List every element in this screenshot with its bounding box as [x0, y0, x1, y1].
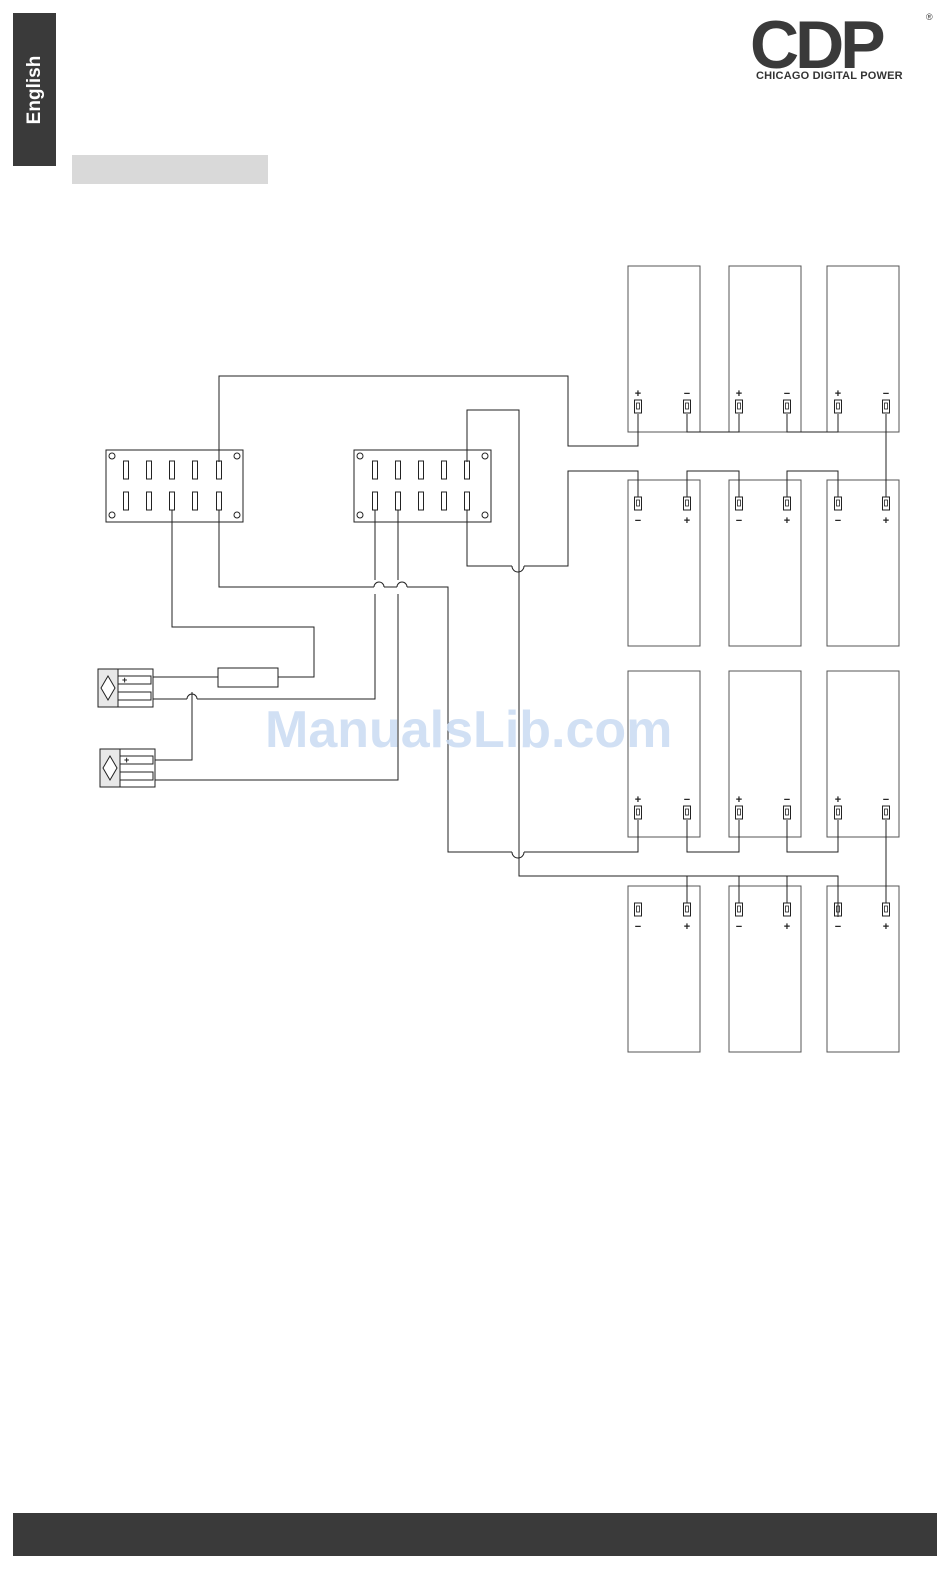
pol-l2-1: + [684, 921, 690, 933]
pol-l1-5: − [883, 794, 889, 806]
watermark: ManualsLib.com [265, 700, 695, 760]
anderson-connector-2: + [100, 749, 155, 787]
svg-text:+: + [124, 755, 129, 765]
pol-l1-3: − [784, 794, 790, 806]
anderson-connector-1: + [98, 669, 153, 707]
pol-l2-0: − [635, 921, 641, 933]
battery-bank-upper-row-2 [628, 480, 899, 646]
pol-l1-0: + [635, 794, 641, 806]
pol-u1-3: − [784, 388, 790, 400]
pol-u1-4: + [835, 388, 841, 400]
pol-u2-4: − [835, 515, 841, 527]
svg-text:+: + [122, 675, 127, 685]
pol-u2-1: + [684, 515, 690, 527]
terminal-block-left [106, 450, 243, 522]
pol-u2-5: + [883, 515, 889, 527]
pol-l2-5: + [883, 921, 889, 933]
pol-l2-3: + [784, 921, 790, 933]
battery-bank-upper-row-1 [628, 266, 899, 432]
pol-u2-3: + [784, 515, 790, 527]
pol-l1-2: + [736, 794, 742, 806]
pol-u1-5: − [883, 388, 889, 400]
pol-u1-0: + [635, 388, 641, 400]
footer-bar [13, 1513, 937, 1556]
pol-u1-1: − [684, 388, 690, 400]
pol-u2-2: − [736, 515, 742, 527]
pol-l1-4: + [835, 794, 841, 806]
pol-u1-2: + [736, 388, 742, 400]
pol-l1-1: − [684, 794, 690, 806]
pol-l2-2: − [736, 921, 742, 933]
pol-l2-4: − [835, 921, 841, 933]
fuse [218, 668, 278, 687]
battery-bank-lower-row-2 [628, 886, 899, 1052]
pol-u2-0: − [635, 515, 641, 527]
